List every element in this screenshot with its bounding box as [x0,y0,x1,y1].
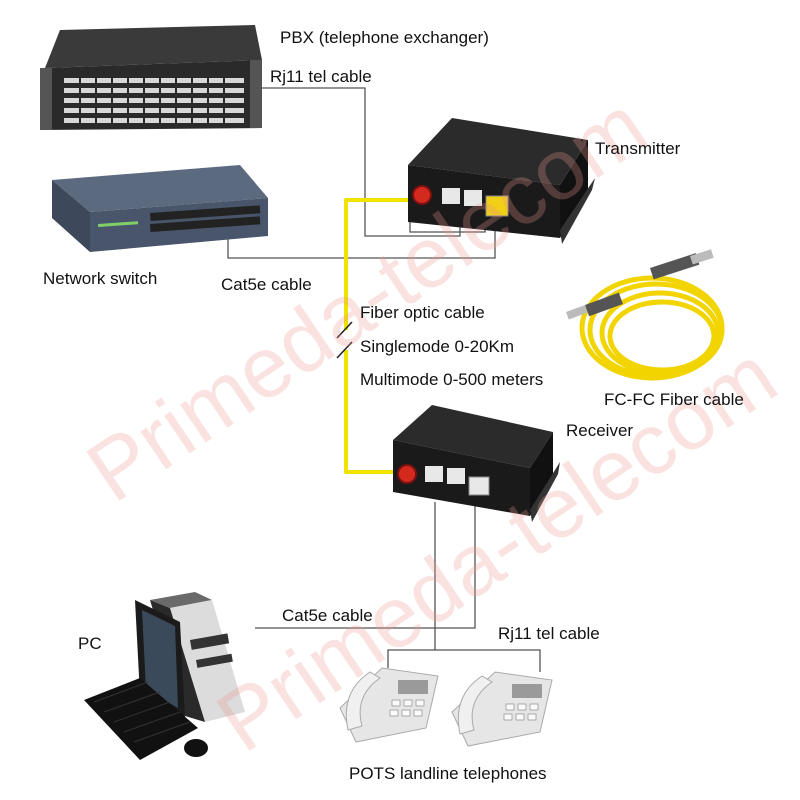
cat5e-cable-bottom [255,500,476,629]
label-transmitter: Transmitter [595,139,681,158]
label-singlemode: Singlemode 0-20Km [360,337,515,356]
label-fcfc: FC-FC Fiber cable [604,390,744,409]
label-rj11-bottom: Rj11 tel cable [498,624,600,643]
label-pbx: PBX (telephone exchanger) [280,28,489,47]
fiber-break-mark-bottom [336,341,353,359]
rj11-cable-bottom-b [435,649,541,672]
receiver-device-icon [393,405,560,522]
pc-icon [84,592,245,760]
label-pc: PC [78,634,102,653]
label-cat5e-top: Cat5e cable [221,275,312,294]
fiber-coil-icon [579,275,725,381]
label-pots: POTS landline telephones [349,764,547,783]
pbx-device-icon [40,25,262,130]
cables [227,87,541,672]
transmitter-device-icon [408,118,595,244]
cat5e-cable-top [227,228,496,259]
label-fiber-optic: Fiber optic cable [360,303,485,322]
label-multimode: Multimode 0-500 meters [360,370,544,389]
rj11-cable-bottom [387,502,436,668]
network-switch-icon [52,165,268,252]
telephone-icon-left [339,667,439,743]
fiber-connector-icon [566,249,714,320]
label-rj11-top: Rj11 tel cable [270,67,372,86]
label-receiver: Receiver [566,421,634,440]
label-cat5e-bottom: Cat5e cable [282,606,373,625]
telephone-icon-right [451,671,553,747]
fiber-cable [344,198,408,474]
label-network-switch: Network switch [43,269,158,288]
rj11-cable-top [250,87,461,237]
fiber-break-mark-top [336,321,353,339]
